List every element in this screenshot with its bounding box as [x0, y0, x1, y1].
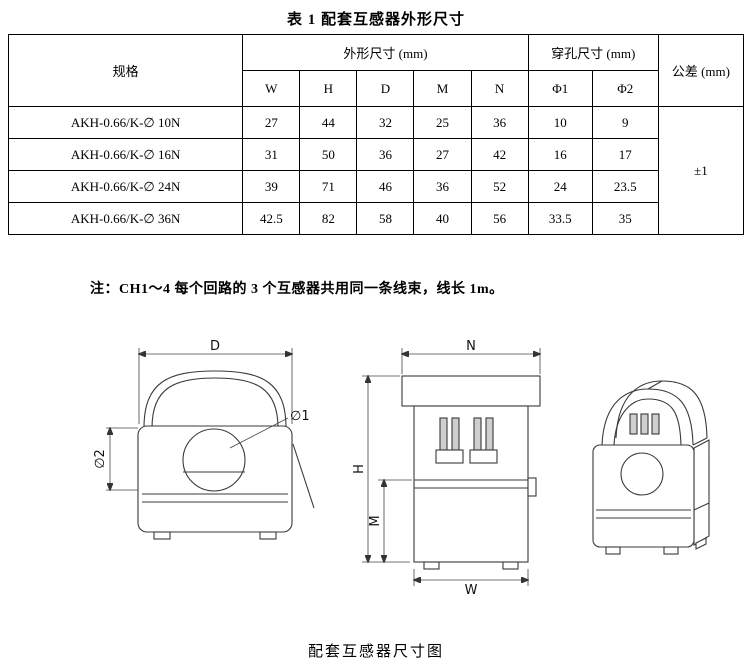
terminal-pin [640, 413, 649, 435]
value-cell: 39 [242, 170, 301, 203]
dim-label-w: W [465, 583, 478, 596]
ct-front-body [137, 370, 315, 540]
table-row: AKH-0.66/K-∅ 36N 42.5 82 58 40 56 33.5 3… [7, 202, 744, 235]
dim-label-d: D [210, 340, 220, 354]
table-row: AKH-0.66/K-∅ 10N 27 44 32 25 36 10 9 ±1 [7, 106, 745, 235]
header-row-groups: 规格 外形尺寸 (mm) 穿孔尺寸 (mm) 公差 (mm) [7, 34, 745, 107]
value-cell: 27 [242, 106, 301, 139]
value-cell: 17 [591, 138, 659, 171]
dim-label-m: M [368, 515, 383, 526]
ct-side-body [401, 375, 541, 570]
value-cell: 25 [413, 106, 472, 139]
col-header-tolerance: 公差 (mm) [657, 34, 745, 107]
dimension-lines: D ∅2 ∅1 [93, 340, 310, 490]
terminal-pin [629, 413, 638, 435]
front-view-drawing: D ∅2 ∅1 [93, 340, 315, 540]
col-header-spec: 规格 [7, 34, 244, 107]
value-cell: 40 [413, 202, 472, 235]
dim-label-phi2: ∅2 [93, 449, 108, 469]
dim-label-n: N [466, 340, 476, 354]
value-cell: 23.5 [591, 170, 659, 203]
value-cell: 56 [470, 202, 529, 235]
tolerance-value: ±1 [657, 106, 745, 235]
dimensions-table: 规格 外形尺寸 (mm) 穿孔尺寸 (mm) 公差 (mm) W H D M N… [7, 34, 745, 235]
table-row: AKH-0.66/K-∅ 16N 31 50 36 27 42 16 17 [7, 138, 744, 171]
header-row-columns: W H D M N Φ1 Φ2 [9, 70, 744, 107]
value-cell: 35 [591, 202, 659, 235]
col-header-d: D [356, 70, 415, 107]
col-header-phi1: Φ1 [527, 70, 593, 107]
table-row: AKH-0.66/K-∅ 24N 39 71 46 36 52 24 23.5 [7, 170, 744, 203]
col-header-outer-dims: 外形尺寸 (mm) [242, 34, 529, 71]
dimension-lines: N H M W [352, 340, 540, 596]
value-cell: 46 [356, 170, 415, 203]
ct-hole [620, 452, 664, 496]
ct-hole [182, 428, 246, 492]
col-header-m: M [413, 70, 472, 107]
dim-label-phi1: ∅1 [290, 409, 310, 424]
ct-perspective-body [592, 380, 710, 555]
value-cell: 32 [356, 106, 415, 139]
terminal-pin [485, 417, 494, 451]
note-text: 注：CH1～4 每个回路的 3 个互感器共用同一条线束，线长 1m。 [90, 282, 504, 297]
col-header-hole-dims: 穿孔尺寸 (mm) [527, 34, 659, 71]
value-cell: 9 [591, 106, 659, 139]
side-view-drawing: N H M W [352, 340, 557, 596]
value-cell: 50 [299, 138, 358, 171]
terminal-pin [651, 413, 660, 435]
value-cell: 42.5 [242, 202, 301, 235]
value-cell: 31 [242, 138, 301, 171]
col-header-phi2: Φ2 [591, 70, 659, 107]
spec-cell: AKH-0.66/K-∅ 36N [7, 202, 244, 235]
value-cell: 58 [356, 202, 415, 235]
figure-caption: 配套互感器尺寸图 [307, 644, 444, 660]
perspective-view-drawing [592, 380, 710, 555]
value-cell: 33.5 [527, 202, 593, 235]
terminal-pin [439, 417, 448, 451]
terminal-pin [473, 417, 482, 451]
value-cell: 52 [470, 170, 529, 203]
dim-label-h: H [352, 464, 367, 474]
value-cell: 36 [470, 106, 529, 139]
value-cell: 44 [299, 106, 358, 139]
spec-cell: AKH-0.66/K-∅ 24N [7, 170, 244, 203]
value-cell: 27 [413, 138, 472, 171]
table-title: 表 1 配套互感器外形尺寸 [286, 12, 465, 28]
terminal-pin [451, 417, 460, 451]
